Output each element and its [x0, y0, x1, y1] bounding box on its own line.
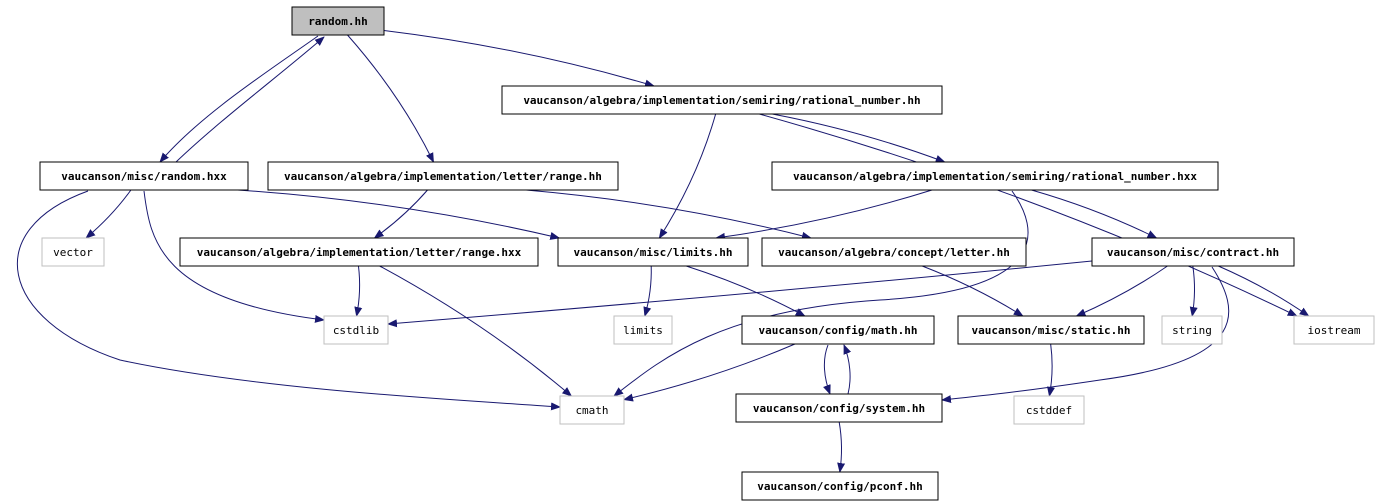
node-vector: vector [41, 237, 105, 267]
node-box [741, 471, 939, 501]
node-config-system-hh[interactable]: vaucanson/config/system.hh [735, 393, 943, 423]
node-letter-range-hh[interactable]: vaucanson/algebra/implementation/letter/… [267, 161, 619, 191]
node-label: vaucanson/algebra/implementation/semirin… [523, 94, 920, 107]
node-label: vaucanson/config/pconf.hh [757, 480, 923, 493]
edge-misc-contract-hh-to-cstdlib [387, 260, 1093, 328]
node-box [267, 161, 619, 191]
node-box [1161, 315, 1223, 345]
node-label: cmath [575, 404, 608, 417]
node-box [957, 315, 1145, 345]
edge-misc-random-hxx-to-misc-limits-hh [237, 189, 561, 240]
node-misc-contract-hh[interactable]: vaucanson/misc/contract.hh [1091, 237, 1295, 267]
node-random-hh[interactable]: random.hh [291, 6, 385, 36]
node-string: string [1161, 315, 1223, 345]
node-box [735, 393, 943, 423]
edge-concept-letter-hh-to-misc-static-hh [921, 265, 1024, 317]
node-box [41, 237, 105, 267]
edge-random-hh-to-letter-range-hh [347, 34, 434, 163]
edge-config-system-hh-to-config-pconf-hh [837, 421, 846, 473]
node-rational-number-hxx[interactable]: vaucanson/algebra/implementation/semirin… [771, 161, 1219, 191]
edge-misc-contract-hh-to-misc-static-hh [1075, 265, 1168, 317]
edge-letter-range-hxx-to-cmath [379, 265, 573, 397]
node-label: vaucanson/algebra/implementation/letter/… [284, 170, 602, 183]
node-iostream: iostream [1293, 315, 1375, 345]
edge-random-hh-to-rational-number-hh [383, 29, 655, 88]
edge-rational-number-hh-to-rational-number-hxx [772, 113, 946, 163]
node-limits: limits [613, 315, 673, 345]
node-box [1091, 237, 1295, 267]
node-label: vaucanson/misc/static.hh [972, 324, 1131, 337]
edge-misc-random-hxx-to-cmath [17, 190, 561, 411]
edge-misc-random-hxx-to-cstdlib [143, 190, 325, 323]
edge-letter-range-hh-to-concept-letter-hh [526, 189, 812, 240]
node-label: vaucanson/misc/limits.hh [574, 246, 733, 259]
node-label: vaucanson/misc/contract.hh [1107, 246, 1279, 259]
edge-misc-limits-hh-to-config-math-hh [686, 265, 806, 317]
node-misc-random-hxx[interactable]: vaucanson/misc/random.hxx [39, 161, 249, 191]
node-box [741, 315, 935, 345]
node-label: vaucanson/config/math.hh [759, 324, 918, 337]
node-layer: random.hh vaucanson/misc/random.hxx vaucan… [39, 6, 1375, 501]
node-box [1013, 395, 1085, 425]
node-box [613, 315, 673, 345]
node-label: vector [53, 246, 93, 259]
node-box [771, 161, 1219, 191]
edge-rational-number-hh-to-iostream [759, 113, 1298, 317]
edge-letter-range-hh-to-letter-range-hxx [373, 189, 428, 239]
node-box [559, 395, 625, 425]
node-box [501, 85, 943, 115]
node-cstdlib: cstdlib [323, 315, 389, 345]
edge-misc-limits-hh-to-limits [643, 265, 652, 317]
edge-config-system-hh-to-config-math-hh [843, 344, 852, 395]
node-label: iostream [1308, 324, 1361, 337]
node-letter-range-hxx[interactable]: vaucanson/algebra/implementation/letter/… [179, 237, 539, 267]
node-misc-limits-hh[interactable]: vaucanson/misc/limits.hh [557, 237, 749, 267]
node-concept-letter-hh[interactable]: vaucanson/algebra/concept/letter.hh [761, 237, 1027, 267]
node-label: vaucanson/algebra/concept/letter.hh [778, 246, 1010, 259]
edge-misc-random-hxx-to-random-hh [175, 36, 325, 163]
node-box [557, 237, 749, 267]
node-box [39, 161, 249, 191]
node-box [1293, 315, 1375, 345]
edge-misc-contract-hh-to-string [1189, 265, 1198, 317]
node-label: limits [623, 324, 663, 337]
node-cstddef: cstddef [1013, 395, 1085, 425]
node-label: cstddef [1026, 404, 1072, 417]
node-box [291, 6, 385, 36]
edge-config-math-hh-to-config-system-hh [823, 344, 831, 395]
node-rational-number-hh[interactable]: vaucanson/algebra/implementation/semirin… [501, 85, 943, 115]
node-misc-static-hh[interactable]: vaucanson/misc/static.hh [957, 315, 1145, 345]
edge-misc-static-hh-to-cstddef [1047, 343, 1055, 397]
edge-config-math-hh-to-cmath [623, 343, 796, 402]
node-label: cstdlib [333, 324, 379, 337]
node-label: vaucanson/algebra/implementation/semirin… [793, 170, 1197, 183]
node-label: string [1172, 324, 1212, 337]
node-cmath: cmath [559, 395, 625, 425]
node-label: vaucanson/misc/random.hxx [61, 170, 227, 183]
node-box [761, 237, 1027, 267]
edge-rational-number-hh-to-misc-limits-hh [658, 113, 717, 239]
edge-rational-number-hxx-to-cmath [613, 190, 1029, 397]
node-label: random.hh [308, 15, 368, 28]
edge-rational-number-hxx-to-misc-contract-hh [1031, 189, 1158, 239]
node-config-pconf-hh[interactable]: vaucanson/config/pconf.hh [741, 471, 939, 501]
edge-misc-contract-hh-to-iostream [1218, 265, 1310, 317]
node-box [323, 315, 389, 345]
node-box [179, 237, 539, 267]
edge-letter-range-hxx-to-cstdlib [354, 265, 363, 317]
edge-misc-contract-hh-to-config-system-hh [941, 266, 1230, 404]
edge-misc-random-hxx-to-vector [85, 189, 132, 239]
edge-layer [17, 29, 1310, 473]
node-label: vaucanson/config/system.hh [753, 402, 925, 415]
node-config-math-hh[interactable]: vaucanson/config/math.hh [741, 315, 935, 345]
edge-random-hh-to-misc-random-hxx [159, 35, 319, 163]
edge-rational-number-hxx-to-misc-limits-hh [715, 189, 933, 241]
node-label: vaucanson/algebra/implementation/letter/… [197, 246, 522, 259]
